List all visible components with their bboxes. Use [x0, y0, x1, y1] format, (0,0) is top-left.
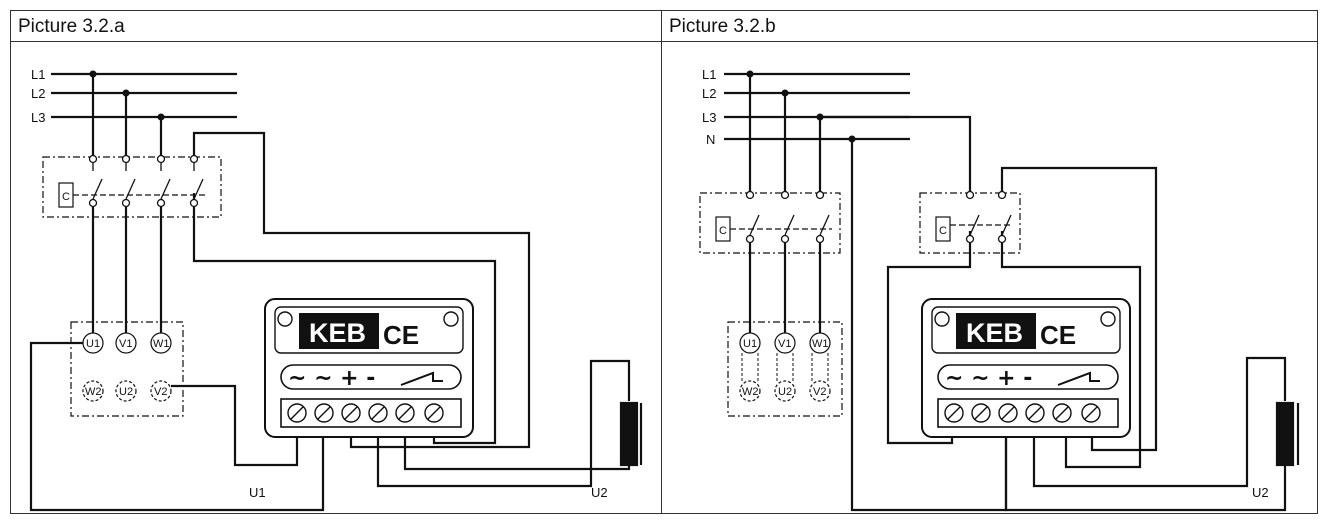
label-u2: U2 — [591, 485, 608, 500]
terminal-label: W2 — [742, 386, 759, 398]
panel-3-2-b: Picture 3.2.b — [662, 11, 1317, 513]
terminal-symbols: ~ ~ + - — [945, 366, 1032, 391]
contactor-label: C — [719, 225, 727, 237]
screw-terminals — [944, 403, 1101, 423]
keb-rectifier: KEB CE ~ ~ + - — [921, 298, 1131, 438]
label-u1: U1 — [249, 485, 266, 500]
keb-logo: KEB — [309, 318, 366, 348]
terminal-label: V2 — [813, 386, 826, 398]
terminal-label: U1 — [743, 338, 757, 350]
terminal-label: U2 — [119, 386, 133, 398]
line-label: L1 — [31, 67, 45, 82]
line-label: L2 — [31, 86, 45, 101]
panel-3-2-a: Picture 3.2.a — [11, 11, 662, 513]
contactor-label: C — [62, 191, 70, 203]
figure-frame: Picture 3.2.a — [10, 10, 1318, 514]
terminal-symbols: ~ ~ + - — [288, 366, 375, 391]
terminal-label: W1 — [812, 338, 829, 350]
terminal-label: W1 — [153, 338, 170, 350]
terminal-label: U1 — [86, 338, 100, 350]
terminal-label: V1 — [778, 338, 791, 350]
terminal-label: V2 — [154, 386, 167, 398]
motor-terminal-box: U1 V1 W1 W2 U2 V2 — [70, 321, 184, 417]
terminal-label: U2 — [778, 386, 792, 398]
ce-mark: CE — [1040, 320, 1076, 350]
ce-mark: CE — [383, 320, 419, 350]
wiring-diagram-b: L1 L2 L3 N C — [699, 67, 1300, 512]
line-label: N — [706, 132, 715, 147]
panel-title: Picture 3.2.a — [11, 11, 661, 42]
terminal-label: W2 — [85, 386, 102, 398]
contactor-brake: C — [919, 190, 1021, 254]
contactor-main: C — [699, 190, 841, 254]
contactor: C — [42, 154, 222, 218]
line-label: L3 — [31, 110, 45, 125]
screw-terminals — [287, 403, 444, 423]
panel-title: Picture 3.2.b — [662, 11, 1317, 42]
label-u2: U2 — [1252, 485, 1269, 500]
wiring-diagram-a: L1 L2 L3 C — [29, 67, 643, 512]
contactor-label: C — [939, 225, 947, 237]
motor-terminal-box: U1 V1 W1 W2 U2 V2 — [727, 321, 843, 417]
keb-rectifier: KEB CE ~ ~ + - — [264, 298, 474, 438]
line-label: L1 — [702, 67, 716, 82]
line-label: L2 — [702, 86, 716, 101]
terminal-label: V1 — [119, 338, 132, 350]
line-label: L3 — [702, 110, 716, 125]
keb-logo: KEB — [966, 318, 1023, 348]
